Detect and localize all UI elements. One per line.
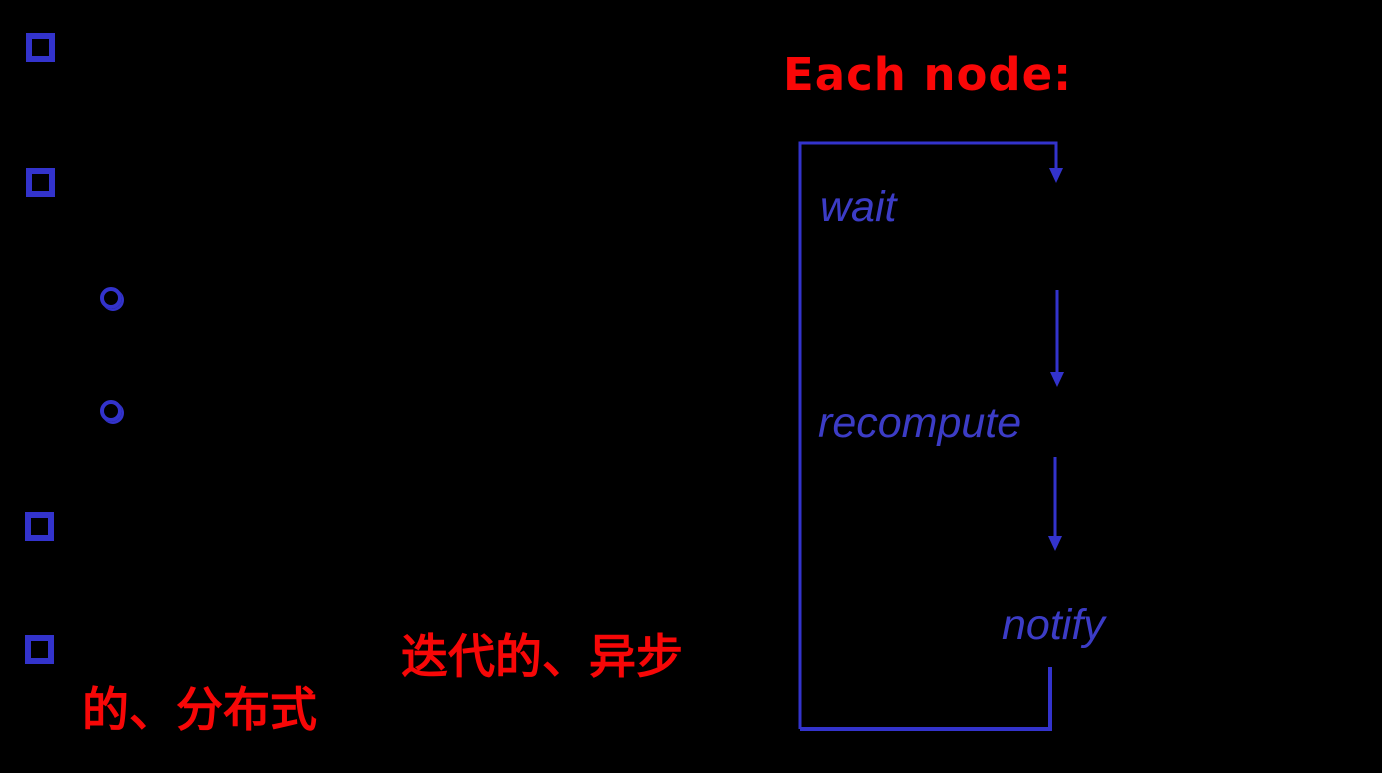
flow-step-wait: wait [820, 183, 897, 231]
flowchart-title: Each node: [783, 48, 1073, 101]
square-bullet-icon [26, 33, 55, 62]
square-bullet-icon [25, 512, 54, 541]
annotation-line-1: 迭代的、异步 [401, 632, 683, 684]
circle-bullet-icon [100, 287, 122, 309]
loop-return-line [800, 667, 1052, 731]
loop-line [798, 141, 1058, 729]
circle-bullet-icon [100, 400, 122, 422]
square-bullet-icon [26, 168, 55, 197]
arrow-down-icon [1050, 372, 1064, 387]
arrow-down-icon [1048, 536, 1062, 551]
flow-step-recompute: recompute [818, 399, 1022, 447]
arrow-down-icon [1049, 168, 1063, 183]
flow-step-notify: notify [1002, 601, 1105, 649]
square-bullet-icon [25, 635, 54, 664]
annotation-line-2: 的、分布式 [82, 685, 317, 737]
